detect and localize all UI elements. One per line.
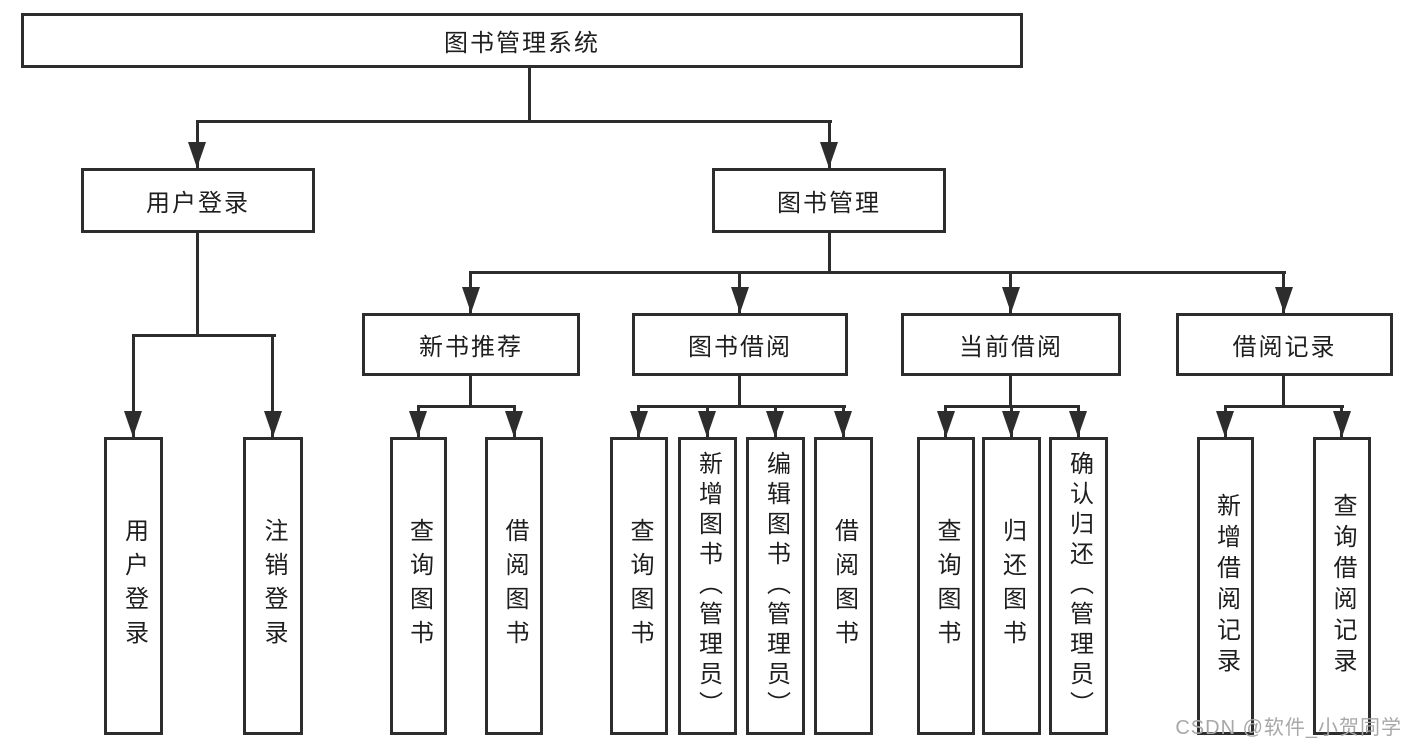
node-book-management: 图书管理 [712,168,946,233]
csdn-watermark: CSDN @软件_小贺同学 [1175,717,1402,739]
leaf-add-books-admin-label: 新增图书（管理员） [694,451,722,721]
leaf-return-books: 归还图书 [982,437,1041,735]
connector-book-borrow-trunk [738,376,741,407]
leaf-add-borrow-record: 新增借阅记录 [1197,437,1254,735]
arrowhead-down-icon [1069,411,1087,437]
connector-current-borrow-trunk [1009,376,1012,407]
arrowhead-down-icon [731,287,749,313]
leaf-query-books-borrow-label: 查询图书 [626,518,653,654]
arrowhead-down-icon [188,142,206,168]
leaf-user-login: 用户登录 [104,437,163,735]
node-book-borrow-label: 图书借阅 [688,334,792,361]
arrowhead-down-icon [698,411,716,437]
node-book-borrow: 图书借阅 [632,313,848,376]
leaf-borrow-books-recommend-label: 借阅图书 [501,518,528,654]
arrowhead-down-icon [505,411,523,437]
arrowhead-down-icon [1002,411,1020,437]
leaf-confirm-return-admin-label: 确认归还（管理员） [1065,451,1093,721]
connector-book-borrow-rail [637,405,846,408]
leaf-logout: 注销登录 [243,437,303,735]
connector-to-leaf [132,334,135,437]
node-borrow-records: 借阅记录 [1176,313,1393,376]
leaf-query-books-current: 查询图书 [917,437,975,735]
leaf-edit-books-admin-label: 编辑图书（管理员） [762,451,790,721]
connector-new-book-rail [417,405,516,408]
node-root: 图书管理系统 [21,13,1023,68]
node-book-management-label: 图书管理 [777,190,881,217]
arrowhead-down-icon [409,411,427,437]
arrowhead-down-icon [1216,411,1234,437]
connector-borrow-records-trunk [1282,376,1285,407]
leaf-query-books-recommend: 查询图书 [390,437,447,735]
node-new-book-recommend: 新书推荐 [362,313,580,376]
arrowhead-down-icon [1275,287,1293,313]
connector-to-leaf [271,334,274,437]
connector-root-trunk [528,68,531,122]
leaf-edit-books-admin: 编辑图书（管理员） [746,437,805,735]
leaf-add-borrow-record-label: 新增借阅记录 [1212,493,1240,679]
leaf-query-borrow-record-label: 查询借阅记录 [1329,493,1356,679]
leaf-query-books-borrow: 查询图书 [610,437,668,735]
leaf-return-books-label: 归还图书 [998,518,1026,654]
connector-book-management-trunk [828,233,831,274]
arrowhead-down-icon [766,411,784,437]
leaf-user-login-label: 用户登录 [120,518,148,654]
arrowhead-down-icon [1002,287,1020,313]
leaf-borrow-books-recommend: 借阅图书 [485,437,543,735]
arrowhead-down-icon [630,411,648,437]
arrowhead-down-icon [937,411,955,437]
connector-level1-rail [196,120,832,123]
connector-new-book-trunk [469,376,472,407]
connector-user-login-rail [132,334,276,337]
leaf-borrow-books-label: 借阅图书 [830,518,858,654]
arrowhead-down-icon [124,411,142,437]
connector-level3-rail [469,271,1286,274]
node-root-label: 图书管理系统 [444,30,600,57]
arrowhead-down-icon [834,411,852,437]
leaf-query-borrow-record: 查询借阅记录 [1313,437,1371,735]
leaf-add-books-admin: 新增图书（管理员） [678,437,737,735]
node-current-borrow: 当前借阅 [901,313,1121,376]
node-user-login-label: 用户登录 [146,190,250,217]
arrowhead-down-icon [462,287,480,313]
leaf-logout-label: 注销登录 [260,518,287,654]
leaf-query-books-recommend-label: 查询图书 [405,518,433,654]
leaf-confirm-return-admin: 确认归还（管理员） [1049,437,1108,735]
arrowhead-down-icon [1333,411,1351,437]
node-borrow-records-label: 借阅记录 [1232,334,1337,361]
connector-borrow-records-rail [1224,405,1344,408]
arrowhead-down-icon [820,142,838,168]
node-new-book-recommend-label: 新书推荐 [419,334,523,361]
node-user-login: 用户登录 [81,168,315,233]
node-current-borrow-label: 当前借阅 [959,334,1063,361]
arrowhead-down-icon [264,411,282,437]
connector-user-login-trunk [196,233,199,336]
leaf-query-books-current-label: 查询图书 [933,518,960,654]
leaf-borrow-books: 借阅图书 [814,437,873,735]
